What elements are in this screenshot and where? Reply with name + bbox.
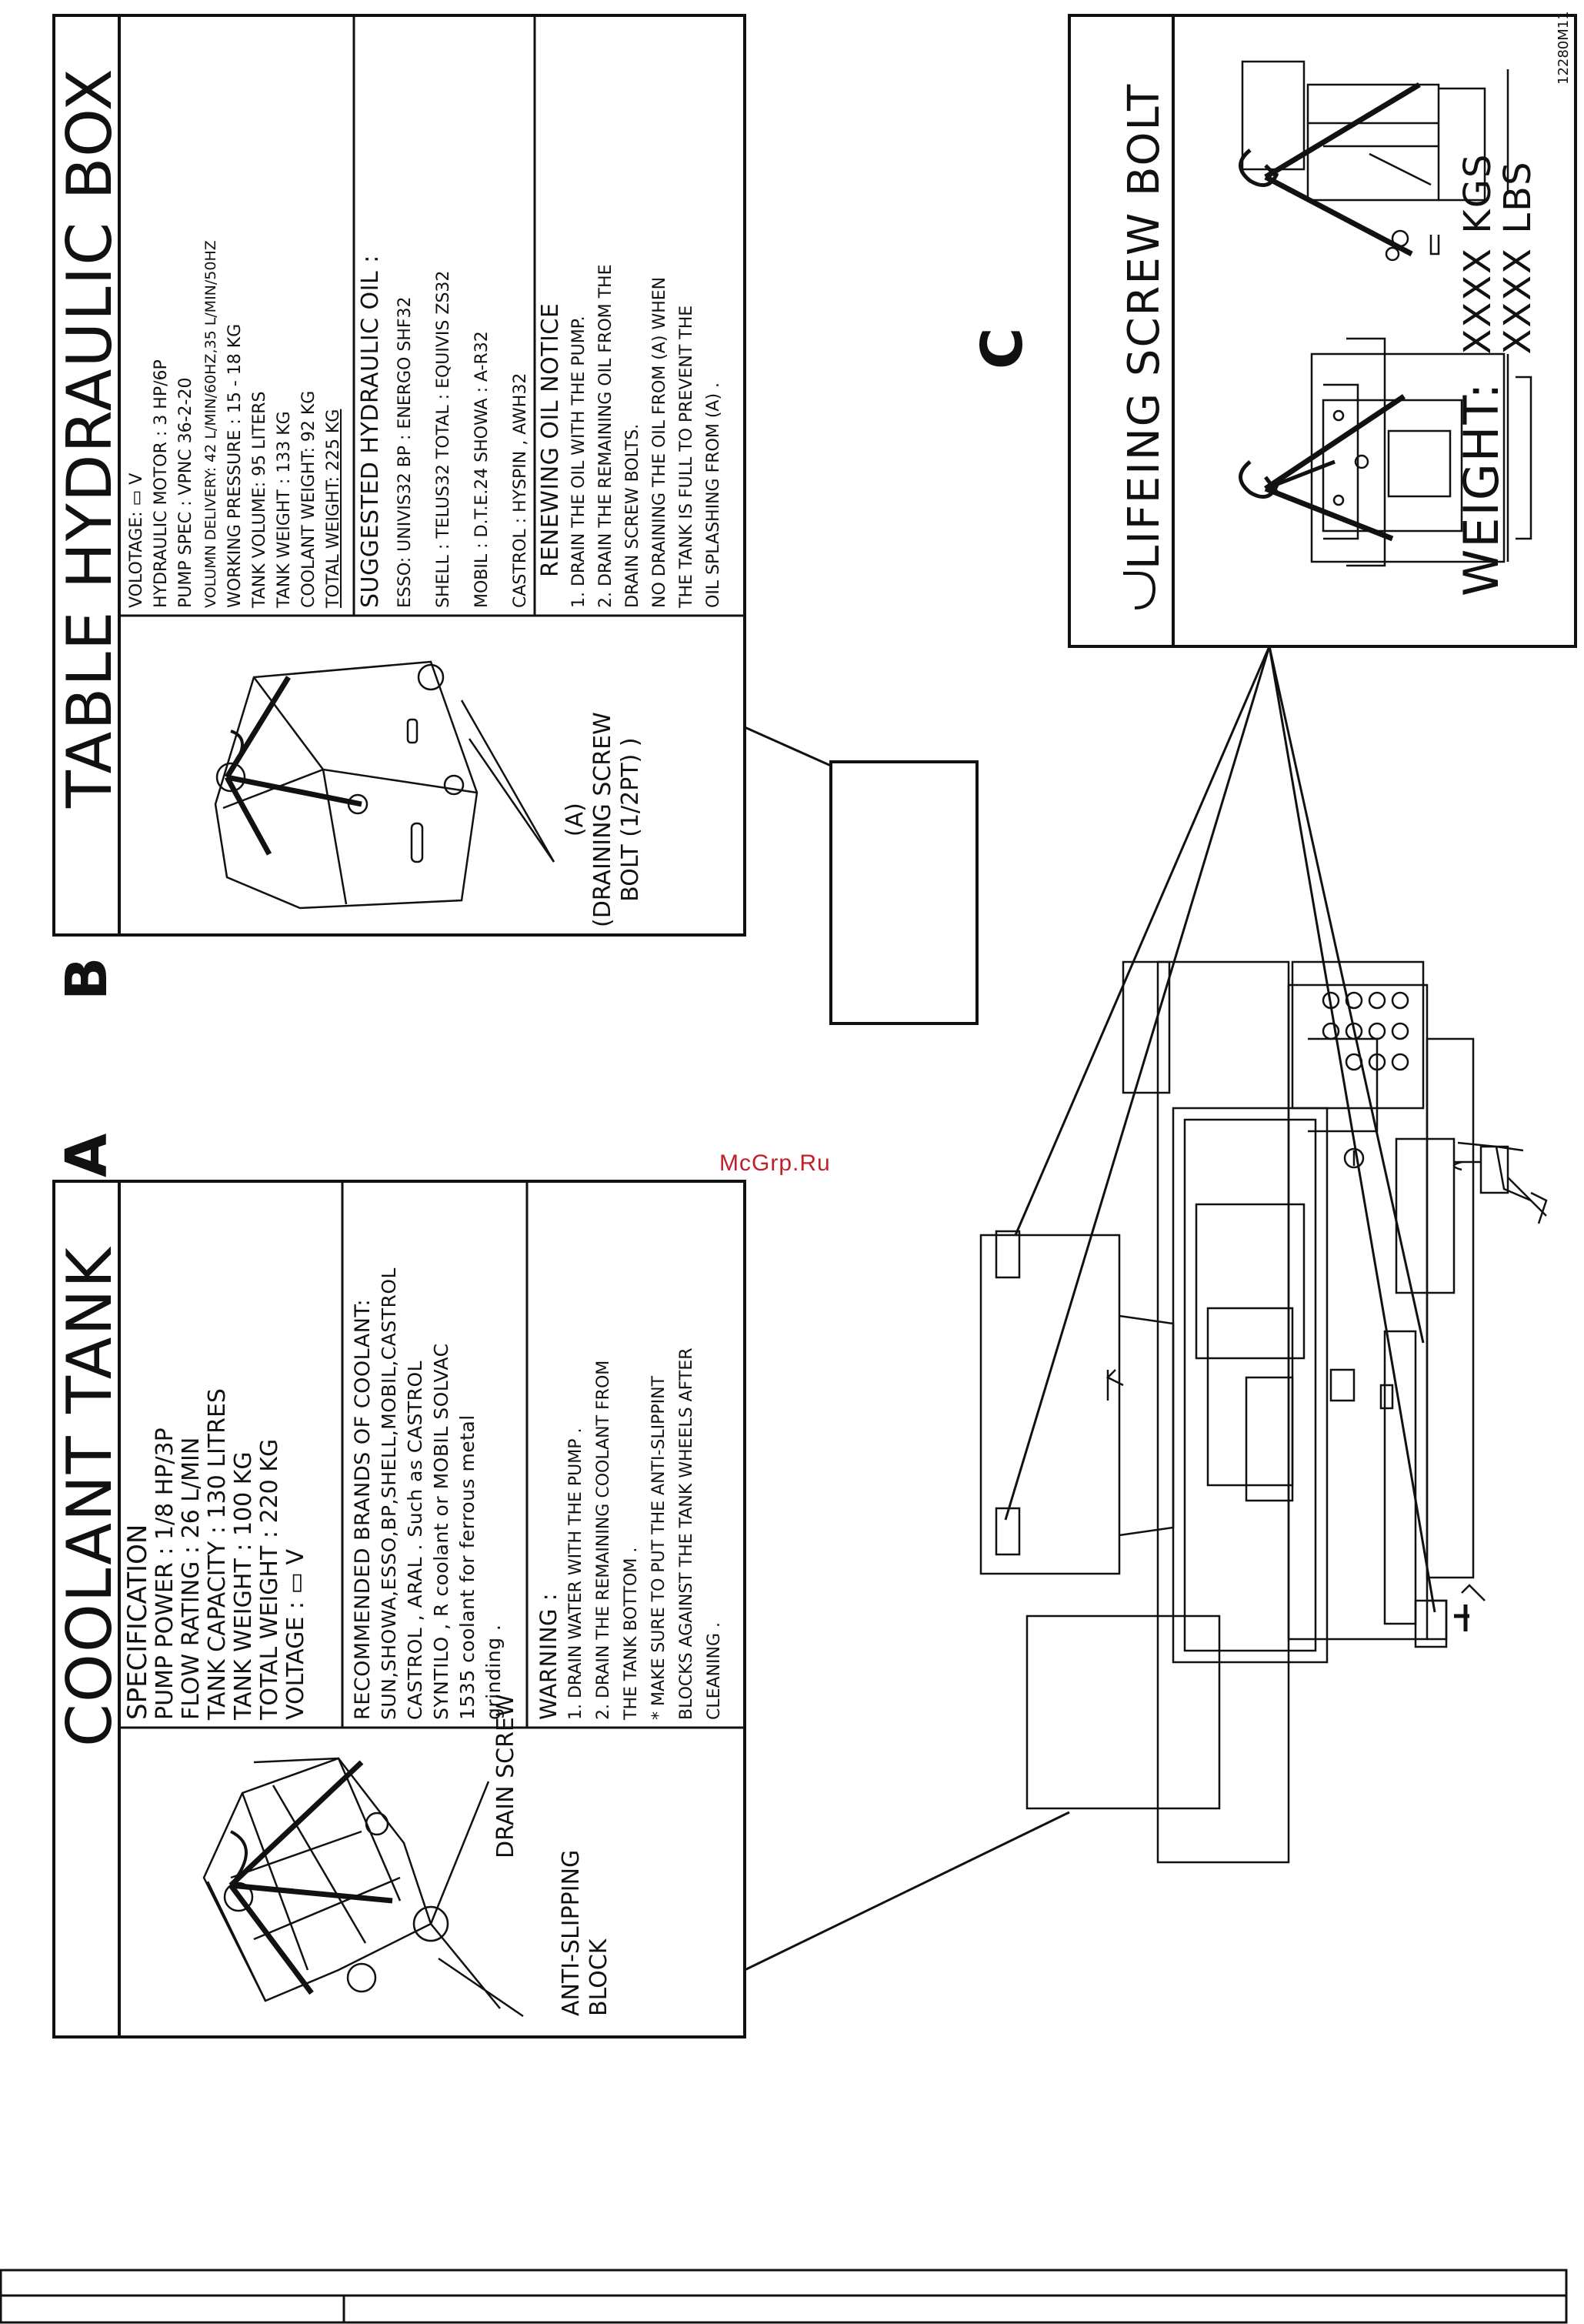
hydraulic-box-panel	[52, 14, 746, 937]
hydraulic-notice-block: RENEWING OIL NOTICE 1. DRAIN THE OIL WIT…	[536, 265, 727, 609]
section-b-letter: B	[54, 957, 120, 1000]
hydraulic-spec-line: TOTAL WEIGHT: 225 KG	[324, 409, 343, 608]
coolant-warning-line: BLOCKS AGAINST THE TANK WHEELS AFTER	[677, 1347, 696, 1720]
coolant-tank-panel	[52, 1180, 746, 2039]
hydraulic-oil-line: CASTROL : HYSPIN , AWH32	[511, 372, 530, 608]
coolant-spec-heading: SPECIFICATION	[122, 1524, 153, 1720]
coolant-spec-line: PUMP POWER : 1/8 HP/3P	[152, 1427, 178, 1720]
machine-plan-view	[979, 960, 1548, 1864]
lifting-panel	[1068, 14, 1577, 648]
hydraulic-oil-line: MOBIL : D.T.E.24 SHOWA : A-R32	[472, 331, 492, 608]
hydraulic-spec-line: COOLANT WEIGHT: 92 KG	[299, 390, 318, 608]
hydraulic-spec-line: PUMP SPEC : VPNC 36-2-20	[176, 377, 195, 609]
hydraulic-oil-block: SUGGESTED HYDRAULIC OIL : ESSO: UNIVIS32…	[355, 255, 540, 608]
weight-values: XXXX KGS XXXX LBS	[1456, 152, 1539, 355]
coolant-spec-line: TOTAL WEIGHT : 220 KG	[256, 1438, 283, 1720]
hydraulic-oil-line: ESSO: UNIVIS32 BP : ENERGO SHF32	[395, 296, 415, 608]
coolant-brands-line: RECOMMENDED BRANDS OF COOLANT:	[351, 1298, 375, 1720]
section-c-letter: C	[969, 327, 1035, 369]
hydraulic-notice-line: 1. DRAIN THE OIL WITH THE PUMP.	[569, 316, 589, 608]
anti-slipping-label-1: ANTI-SLIPPING	[558, 1849, 585, 2016]
hydraulic-spec-line: HYDRAULIC MOTOR : 3 HP/6P	[152, 359, 171, 608]
hydraulic-oil-line: SHELL : TELUS32 TOTAL : EQUIVIS ZS32	[434, 270, 453, 608]
section-a-letter: A	[54, 1133, 120, 1177]
coolant-warning-line: 1. DRAIN WATER WITH THE PUMP .	[566, 1427, 585, 1720]
coolant-spec-line: FLOW RATING : 26 L/MIN	[178, 1437, 205, 1720]
hydraulic-spec-line: TANK VOLUME: 95 LITERS	[250, 391, 269, 608]
coolant-brands-line: 1535 coolant for ferrous metal	[456, 1414, 479, 1720]
hydraulic-notice-line: DRAIN SCREW BOLTS.	[623, 423, 642, 608]
hydraulic-spec-line: TANK WEIGHT : 133 KG	[275, 411, 294, 608]
draining-screw-label-1: (A)	[562, 803, 589, 837]
weight-label-text: WEIGHT:	[1453, 381, 1509, 596]
coolant-warning-line: 2. DRAIN THE REMAINING COOLANT FROM	[594, 1360, 613, 1720]
hydraulic-spec-block: VOLOTAGE: ▭ V HYDRAULIC MOTOR : 3 HP/6P …	[125, 240, 346, 608]
coolant-tank-title: COOLANT TANK	[54, 1246, 125, 1747]
hydraulic-notice-line: THE TANK IS FULL TO PREVENT THE	[677, 305, 696, 608]
coolant-warning-line: WARNING :	[535, 1593, 562, 1720]
coolant-spec-line: TANK WEIGHT : 100 KG	[230, 1451, 257, 1720]
anti-slipping-callout: ANTI-SLIPPING BLOCK	[558, 1850, 613, 2016]
coolant-brands-line: SYNTILO , R coolant or MOBIL SOLVAC	[430, 1343, 452, 1720]
coolant-spec-line: VOLTAGE : ▭ V	[282, 1549, 309, 1720]
lifting-machine-side-sketch	[1239, 60, 1509, 262]
coolant-tank-sketch	[202, 1757, 524, 2018]
hydraulic-spec-line: WORKING PRESSURE : 15 - 18 KG	[225, 323, 245, 608]
lifting-hook-icon	[1123, 572, 1156, 609]
draining-screw-callout: (A) (DRAINING SCREW BOLT (1/2PT) )	[562, 712, 645, 927]
coolant-spec-line: TANK CAPACITY : 130 LITRES	[204, 1388, 231, 1720]
weight-kgs: XXXX KGS	[1456, 152, 1499, 355]
drain-screw-callout: DRAIN SCREW	[492, 1694, 520, 1858]
draining-screw-label-3: BOLT (1/2PT) )	[617, 737, 644, 902]
lifting-machine-front-sketch	[1239, 337, 1532, 567]
coolant-brands-block: RECOMMENDED BRANDS OF COOLANT: SUN,SHOWA…	[350, 1267, 507, 1720]
coolant-brands-line: SUN,SHOWA,ESSO,BP,SHELL,MOBIL,CASTROL	[378, 1267, 400, 1720]
hydraulic-spec-line: VOLOTAGE: ▭ V	[127, 472, 146, 608]
coolant-warning-line: CLEANING .	[705, 1621, 724, 1720]
watermark: McGrp.Ru	[719, 1150, 831, 1176]
hydraulic-box-location	[829, 760, 979, 1025]
coolant-warning-line: * MAKE SURE TO PUT THE ANTI-SLIPPINT	[649, 1375, 669, 1720]
hydraulic-box-title: TABLE HYDRAULIC BOX	[54, 67, 125, 808]
hydraulic-notice-line: OIL SPLASHING FROM (A) .	[704, 382, 723, 608]
draining-screw-label-2: (DRAINING SCREW	[589, 712, 616, 927]
hydraulic-oil-heading: SUGGESTED HYDRAULIC OIL :	[357, 255, 384, 608]
lifting-title: LIFEING SCREW BOLT	[1119, 82, 1169, 569]
weight-label: WEIGHT:	[1453, 382, 1509, 596]
anti-slipping-label-2: BLOCK	[585, 1938, 612, 2016]
drain-screw-label: DRAIN SCREW	[492, 1694, 519, 1858]
lifting-weight-block: WEIGHT: XXXX KGS XXXX LBS	[1453, 152, 1539, 596]
coolant-spec-block: SPECIFICATION PUMP POWER : 1/8 HP/3P FLO…	[122, 1388, 309, 1720]
coolant-warning-line: THE TANK BOTTOM .	[622, 1547, 641, 1720]
hydraulic-spec-line: VOLUMN DELIVERY: 42 L/MIN/60HZ,35 L/MIN/…	[202, 240, 219, 608]
hydraulic-notice-line: NO DRAINING THE OIL FROM (A) WHEN	[650, 276, 669, 608]
coolant-brands-line: CASTROL , ARAL . Such as CASTROL	[404, 1360, 426, 1720]
coolant-warning-block: WARNING : 1. DRAIN WATER WITH THE PUMP .…	[535, 1347, 729, 1720]
hydraulic-box-sketch	[214, 660, 555, 910]
drawing-number: 12280M11	[1556, 11, 1572, 85]
title-block-table	[0, 2269, 1568, 2324]
hydraulic-notice-heading: RENEWING OIL NOTICE	[537, 302, 564, 577]
weight-lbs: XXXX LBS	[1496, 160, 1539, 355]
coolant-brands-line: grinding .	[482, 1624, 505, 1720]
hydraulic-notice-line: 2. DRAIN THE REMAINING OIL FROM THE	[596, 264, 615, 609]
